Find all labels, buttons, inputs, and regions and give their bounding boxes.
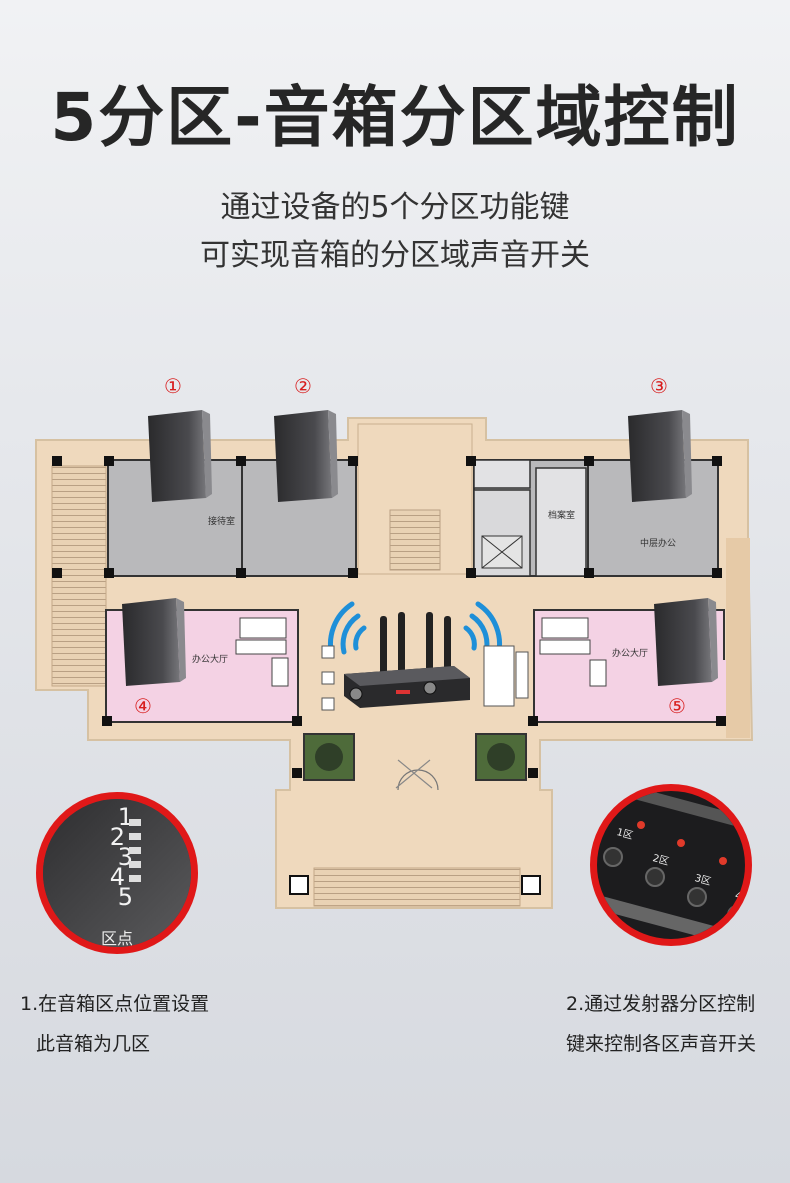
zone-1-label: ① [164, 374, 182, 398]
caption-left: 1.在音箱区点位置设置 此音箱为几区 [20, 984, 209, 1064]
indicator-light-icon [719, 857, 727, 865]
transmitter-zone-keys-callout: 1区 2区 3区 4 [590, 784, 752, 946]
zone-key-button-icon [645, 867, 665, 887]
caption-left-line-2: 此音箱为几区 [36, 1033, 151, 1055]
zone-key-label: 2区 [651, 853, 671, 868]
indicator-light-icon [637, 821, 645, 829]
speaker-zone-selector-callout: 1 2 3 4 5 区点 [36, 792, 198, 954]
room-label: 接待室 [208, 517, 236, 527]
zone-key-label: 1区 [615, 827, 635, 842]
speaker-icon [148, 410, 212, 502]
transmitter-device-icon [344, 612, 470, 708]
speaker-icon [122, 598, 186, 686]
zone-2-label: ② [294, 374, 312, 398]
zone-digit: 5 [117, 883, 133, 911]
floor-plan-drawing [35, 410, 754, 909]
room-label: 档案室 [548, 511, 576, 521]
zone-digit: 4 [109, 863, 125, 891]
room-label: 办公大厅 [192, 655, 229, 665]
speaker-icon [274, 410, 338, 502]
zone-digit: 3 [117, 843, 133, 871]
indicator-light-icon [677, 839, 685, 847]
speaker-icon [628, 410, 692, 502]
page-title: 5分区-音箱分区域控制 [50, 79, 740, 156]
zone-4-label: ④ [134, 694, 152, 718]
zone-5-label: ⑤ [668, 694, 686, 718]
room-label: 办公大厅 [612, 649, 649, 659]
zone-key-button-icon [727, 905, 745, 925]
caption-right-line-1: 2.通过发射器分区控制 [566, 993, 756, 1015]
subtitle-line-1: 通过设备的5个分区功能键 [220, 190, 570, 225]
caption-right: 2.通过发射器分区控制 键来控制各区声音开关 [566, 984, 756, 1064]
zone-key-label: 4 [733, 890, 743, 903]
right-side-strip [726, 538, 750, 738]
caption-left-line-1: 1.在音箱区点位置设置 [20, 993, 210, 1015]
speaker-icon [654, 598, 718, 686]
subtitle-line-2: 可实现音箱的分区域声音开关 [200, 238, 590, 273]
room-label: 中层办公 [640, 539, 677, 549]
zone-key-label: 3区 [693, 873, 713, 888]
zone-digit: 2 [109, 823, 125, 851]
zone-key-button-icon [603, 847, 623, 867]
zone-3-label: ③ [650, 374, 668, 398]
caption-right-line-2: 键来控制各区声音开关 [566, 1033, 757, 1055]
zone-digit: 1 [117, 803, 133, 831]
floor-plan: ① ② ③ ④ ⑤ 接待室 档案室 中层办公 办公大厅 办公大厅 [0, 360, 790, 920]
zone-point-label: 区点 [101, 929, 134, 948]
zone-key-button-icon [687, 887, 707, 907]
